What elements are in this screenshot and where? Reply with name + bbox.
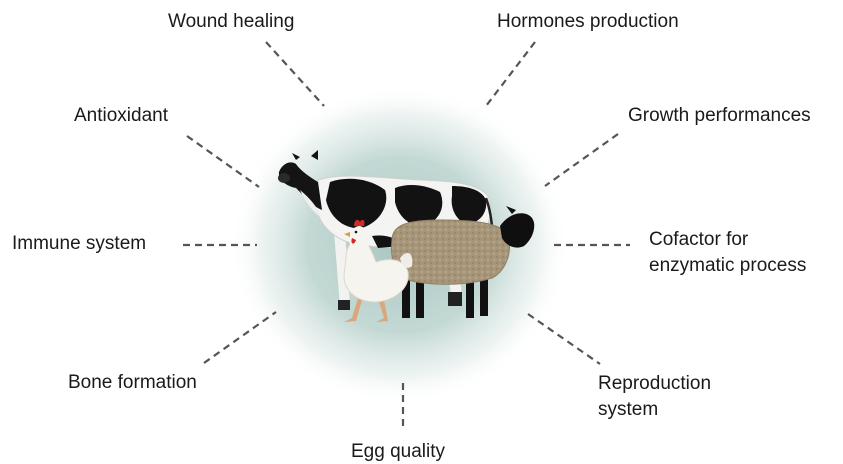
label-cofactor-enzymatic: Cofactor for enzymatic process xyxy=(649,227,806,279)
label-hormones-production: Hormones production xyxy=(497,10,679,34)
label-antioxidant: Antioxidant xyxy=(74,104,168,128)
label-bone-formation: Bone formation xyxy=(68,371,197,395)
connector-antioxidant xyxy=(187,136,259,187)
label-egg-quality: Egg quality xyxy=(351,440,445,464)
label-wound-healing: Wound healing xyxy=(168,10,294,34)
connector-reproduction-system xyxy=(528,314,600,364)
label-growth-performances: Growth performances xyxy=(628,104,811,128)
connector-hormones-production xyxy=(486,42,535,106)
label-immune-system: Immune system xyxy=(12,232,146,256)
connector-growth-performances xyxy=(545,134,618,186)
label-reproduction-system: Reproduction system xyxy=(598,371,711,423)
connector-wound-healing xyxy=(266,42,324,106)
